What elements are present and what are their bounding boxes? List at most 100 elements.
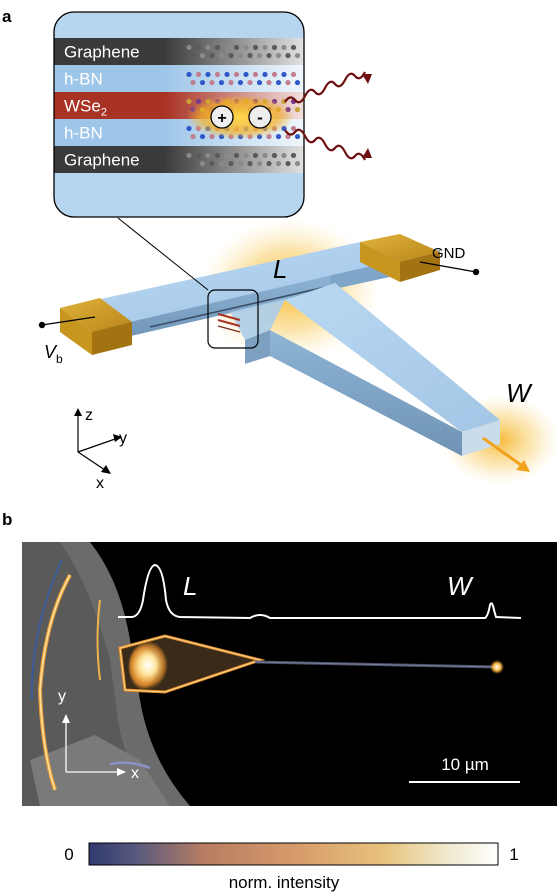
atom-icon <box>281 71 287 78</box>
gnd-terminal <box>472 268 480 276</box>
pl-image <box>22 542 557 806</box>
atom-icon <box>290 152 297 159</box>
atom-icon <box>271 152 278 159</box>
photon-arrowhead-1 <box>362 74 372 84</box>
label-L-b: L <box>183 571 197 601</box>
atom-icon <box>243 71 249 78</box>
contact-left <box>60 298 132 355</box>
colorbar-max-label: 1 <box>509 845 518 864</box>
waveguide-end-face <box>462 420 500 456</box>
atom-icon <box>199 133 206 140</box>
atom-icon <box>209 79 215 86</box>
atom-icon <box>294 106 301 113</box>
atom-icon <box>205 44 211 51</box>
inset-layer-label: h-BN <box>64 69 103 88</box>
atom-icon <box>199 160 206 167</box>
inset-layer-fade <box>164 65 304 92</box>
atom-icon <box>252 44 259 51</box>
inset-layer-label: Graphene <box>64 42 140 61</box>
atom-icon <box>290 44 297 51</box>
atom-icon <box>247 79 253 86</box>
taper-top-face <box>230 283 335 340</box>
atom-icon <box>252 152 259 159</box>
axis-x-label: x <box>96 475 104 492</box>
contact-right <box>360 234 440 282</box>
atom-icon <box>199 52 206 59</box>
gnd-label: GND <box>432 245 466 262</box>
photon-arrowhead-2 <box>362 148 372 158</box>
atom-icon <box>275 79 282 86</box>
waveguide-side-face <box>270 330 462 456</box>
atom-icon <box>237 52 244 59</box>
atom-icon <box>214 71 221 78</box>
colorbar-min-label: 0 <box>64 845 73 864</box>
atom-icon <box>186 98 192 105</box>
device-bar-stack-line <box>149 285 331 328</box>
label-W-b: W <box>447 571 474 601</box>
vb-terminal <box>38 321 46 329</box>
gnd-lead <box>419 261 477 273</box>
coordinate-axes <box>74 408 122 474</box>
image-axes <box>62 714 126 776</box>
atom-icon <box>218 160 225 167</box>
label-L-a: L <box>273 254 287 284</box>
vb-label: Vb <box>44 342 63 366</box>
atom-icon <box>190 79 196 86</box>
label-W-a: W <box>506 378 533 408</box>
atom-icon <box>247 160 253 167</box>
electron-symbol: - <box>257 108 263 127</box>
intensity-profile <box>118 563 522 620</box>
atom-icon <box>228 52 234 59</box>
atom-icon <box>199 79 206 86</box>
atom-icon <box>233 71 240 78</box>
atom-icon <box>294 160 301 167</box>
heterostructure-stripes <box>217 313 241 333</box>
inset-layer-label: h-BN <box>64 123 103 142</box>
panel-b-label: b <box>2 510 12 529</box>
atom-icon <box>195 152 202 159</box>
atom-icon <box>243 152 249 159</box>
atom-icon <box>218 79 225 86</box>
zoom-connector <box>117 217 209 291</box>
atom-icon <box>275 52 282 59</box>
atom-icon <box>228 160 234 167</box>
atom-icon <box>266 79 272 86</box>
atom-icon <box>281 152 287 159</box>
colorbar-title: norm. intensity <box>229 873 340 892</box>
atom-icon <box>228 79 234 86</box>
atom-icon <box>214 152 221 159</box>
atom-icon <box>186 44 192 51</box>
inset-layer-fade <box>164 38 304 65</box>
atom-icon <box>186 125 192 132</box>
taper-side-face <box>245 330 270 364</box>
atom-icon <box>275 160 282 167</box>
atom-icon <box>290 71 297 78</box>
atom-icon <box>262 44 268 51</box>
atom-icon <box>205 71 211 78</box>
colorbar <box>88 842 499 866</box>
atom-icon <box>252 71 259 78</box>
atom-icon <box>190 160 196 167</box>
atom-icon <box>237 160 244 167</box>
atom-icon <box>256 160 263 167</box>
atom-icon <box>281 44 287 51</box>
image-axis-y-label: y <box>58 688 66 705</box>
atom-icon <box>205 152 211 159</box>
inset-layer-fade <box>164 146 304 173</box>
inset-layer-label: WSe2 <box>64 96 107 118</box>
device-bar-top-face <box>60 242 440 322</box>
atom-icon <box>290 125 297 132</box>
atom-icon <box>262 71 268 78</box>
image-axis-x-label: x <box>131 765 139 782</box>
atom-icon <box>294 79 301 86</box>
hole-symbol: + <box>217 110 226 127</box>
atom-icon <box>209 52 215 59</box>
atom-icon <box>271 71 278 78</box>
photon-emission-icons <box>284 71 366 161</box>
panel-a-label: a <box>2 7 12 26</box>
atom-icon <box>256 79 263 86</box>
atom-icon <box>195 71 202 78</box>
atom-icon <box>266 160 272 167</box>
atom-icon <box>237 79 244 86</box>
